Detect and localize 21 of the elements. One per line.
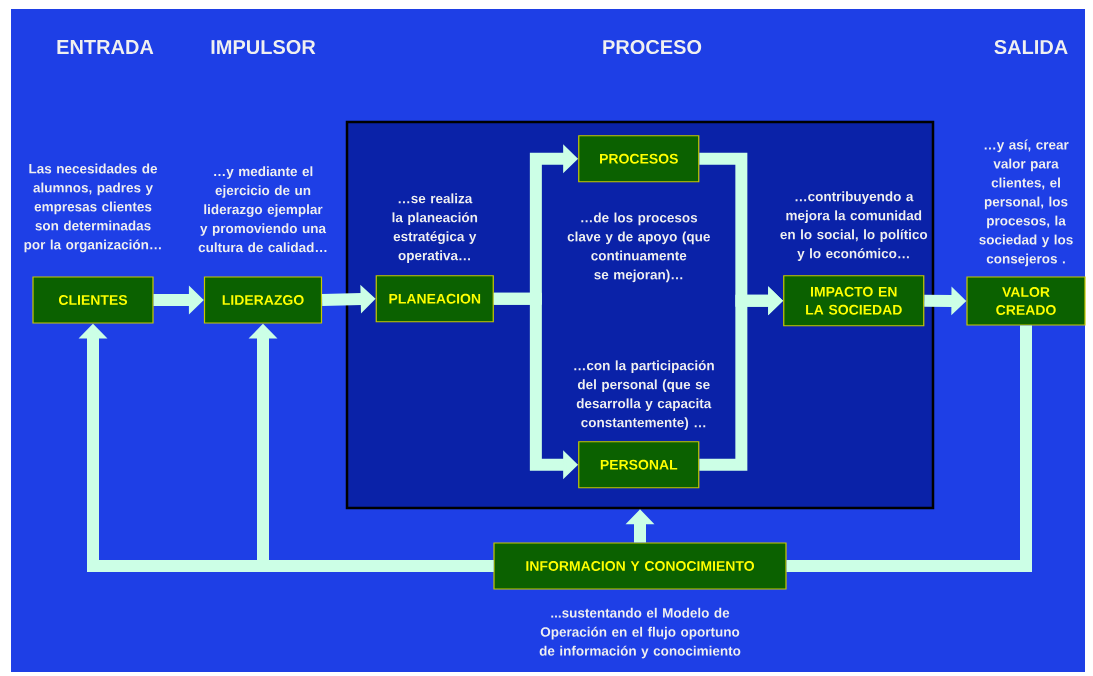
process-box: PERSONAL [578, 441, 700, 489]
process-box: VALOR CREADO [966, 276, 1086, 326]
process-box: LIDERAZGO [203, 276, 323, 324]
caption-text: …de los procesos clave y de apoyo (que continuamente se mejoran)… [567, 212, 710, 283]
process-box: PROCESOS [578, 135, 700, 183]
caption-text: …y mediante el ejercicio de un liderazgo ejemplar y promoviendo una cultura de calidad… [198, 166, 327, 253]
column-heading: ENTRADA [57, 40, 154, 54]
caption-text: …se realiza la planeación estratégica y operativa… [392, 193, 478, 263]
caption-text: …contribuyendo a mejora la comunidad en lo social, lo político y lo económico… [780, 191, 928, 261]
column-heading: SALIDA [994, 39, 1068, 55]
section-heading: PROCESO [603, 39, 702, 55]
connector-line [786, 325, 1032, 572]
process-box: PLANEACION [375, 275, 494, 323]
caption-text: Las necesidades de alumnos, padres y empresas clientes son determinadas por la organización… [24, 163, 161, 253]
caption-text: ...sustentando el Modelo de Operación en el flujo oportuno de información y conocimiento [539, 607, 741, 659]
process-box: INFORMACION Y CONOCIMIENTO [493, 542, 787, 590]
caption-text: …y así, crear valor para clientes, el personal, los procesos, la sociedad y los consejeros . [979, 139, 1073, 267]
column-heading: IMPULSOR [211, 39, 316, 55]
caption-text: …con la participación del personal (que se desarrolla y capacita constantemente) … [574, 360, 714, 430]
process-box: CLIENTES [32, 276, 154, 324]
process-box: IMPACTO EN LA SOCIEDAD [783, 275, 925, 327]
